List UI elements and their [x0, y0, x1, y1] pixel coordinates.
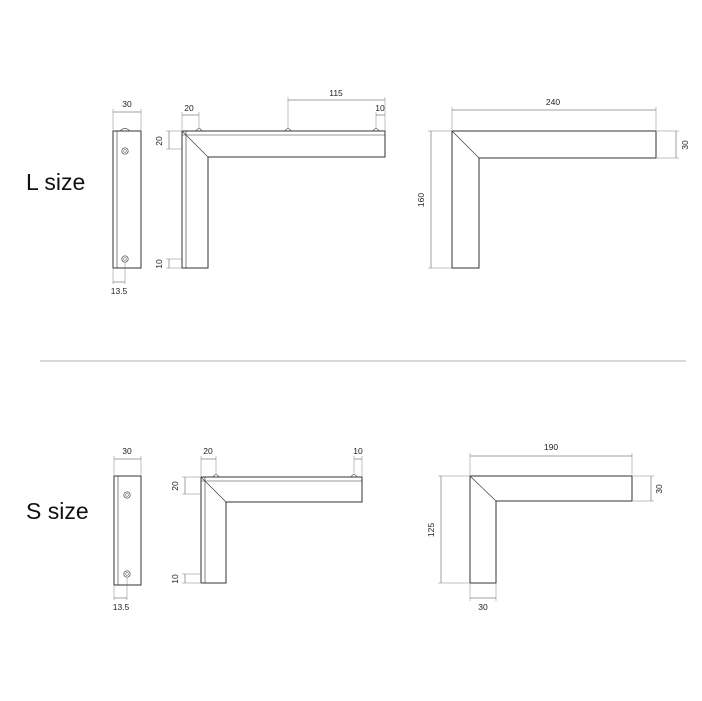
s-size-label: S size	[26, 498, 89, 524]
s-overall-thickness-label: 30	[654, 484, 664, 494]
l-overall-width-label: 240	[546, 97, 560, 107]
l-front-hole-offset-label: 13.5	[111, 286, 128, 296]
l-front-body	[112, 130, 142, 269]
s-overall-width-label: 190	[544, 442, 558, 452]
s-front-hole-offset-label: 13.5	[113, 602, 130, 612]
l-side-miter	[181, 130, 209, 158]
s-side-bottom-edge-label: 10	[170, 574, 180, 584]
l-overall-height-label: 160	[416, 193, 426, 207]
l-size-label: L size	[26, 169, 85, 195]
s-side-outline	[200, 476, 363, 584]
s-size-section: S size 30 13.5	[26, 442, 664, 612]
l-overall-miter	[451, 130, 480, 159]
l-side-bottom-edge-label: 10	[154, 259, 164, 269]
l-front-view: 30 13.5	[111, 99, 142, 296]
l-side-tip-label: 10	[375, 103, 385, 113]
l-front-width-label: 30	[122, 99, 132, 109]
s-overall-height-label: 125	[426, 523, 436, 537]
s-overall-leg-label: 30	[478, 602, 488, 612]
s-side-cap-label: 20	[203, 446, 213, 456]
l-side-view: 20 115 10 20 10	[154, 88, 386, 269]
s-side-top-edge-label: 20	[170, 481, 180, 491]
s-side-view: 20 10 20 10	[170, 446, 363, 584]
s-side-tip-label: 10	[353, 446, 363, 456]
l-front-top-notch	[119, 128, 131, 132]
l-side-cap-label: 20	[184, 103, 194, 113]
s-front-width-label: 30	[122, 446, 132, 456]
s-overall-view: 190 125 30 30	[426, 442, 664, 612]
l-side-top-edge-label: 20	[154, 136, 164, 146]
l-overall-view: 240 160 30	[416, 97, 690, 269]
l-side-span-label: 115	[329, 88, 343, 98]
l-overall-outline	[451, 130, 657, 269]
l-overall-thickness-label: 30	[680, 140, 690, 150]
s-front-view: 30 13.5	[113, 446, 142, 612]
s-overall-miter	[469, 475, 497, 502]
s-front-body	[113, 475, 142, 586]
l-side-outline	[181, 130, 386, 269]
s-overall-outline	[469, 475, 633, 584]
l-size-section: L size 30 13.5	[26, 88, 690, 296]
